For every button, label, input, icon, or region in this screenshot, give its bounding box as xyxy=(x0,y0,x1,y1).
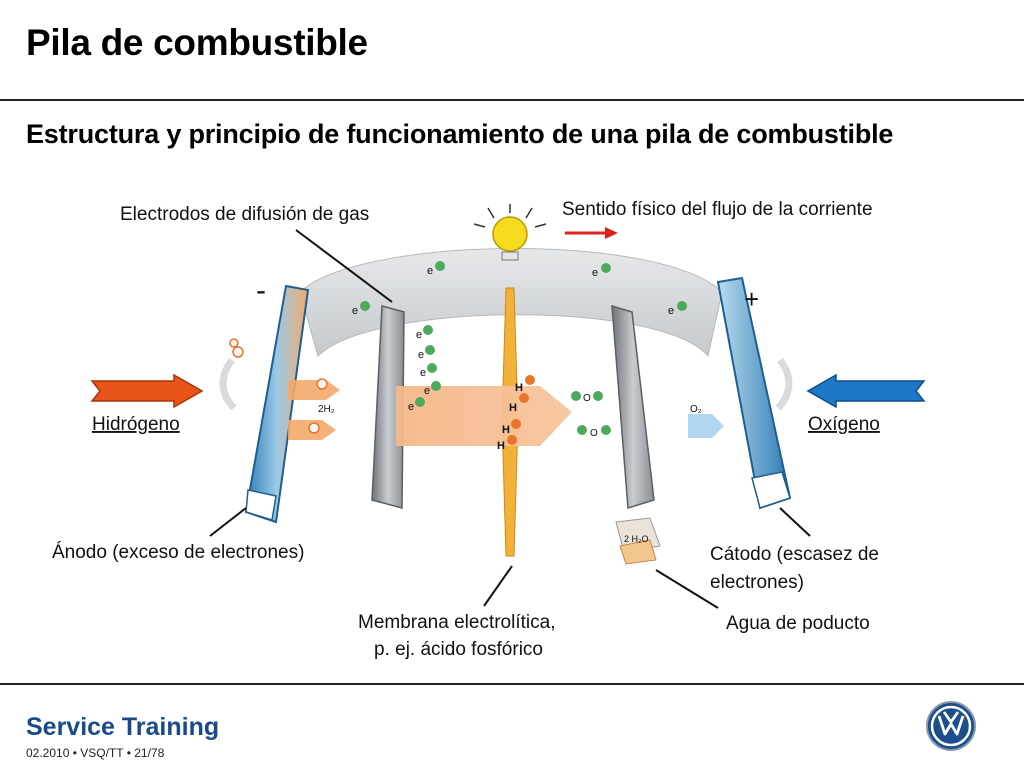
svg-text:e: e xyxy=(420,367,426,379)
current-direction-arrow xyxy=(565,227,618,239)
svg-text:H: H xyxy=(502,424,510,436)
page-subtitle: Estructura y principio de funcionamiento… xyxy=(26,119,894,149)
label-hydrogen: Hidrógeno xyxy=(92,414,180,435)
page-title: Pila de combustible xyxy=(26,22,368,63)
svg-text:H: H xyxy=(515,382,523,394)
footer-brand: Service Training xyxy=(26,713,220,741)
cathode-polarity: + xyxy=(744,284,759,314)
svg-text:e: e xyxy=(408,401,414,413)
gas-electrode-left xyxy=(371,305,405,509)
svg-text:e: e xyxy=(424,385,430,397)
gas-electrode-right xyxy=(611,304,655,509)
oxygen-molecules: O O O₂ xyxy=(571,391,702,439)
vw-logo-icon xyxy=(926,701,976,751)
svg-text:2 H₂O: 2 H₂O xyxy=(624,534,649,544)
water-product-icon: 2 H₂O xyxy=(615,517,661,565)
svg-text:e: e xyxy=(427,265,433,277)
label-membrane-line1: Membrana electrolítica, xyxy=(358,612,555,633)
anode-plate xyxy=(244,284,310,524)
proton-markers: H H H H xyxy=(497,375,535,452)
svg-text:e: e xyxy=(416,329,422,341)
footer-meta: 02.2010 • VSQ/TT • 21/78 xyxy=(26,746,165,760)
leader-lines xyxy=(209,229,811,609)
anode-polarity: - xyxy=(256,274,266,307)
label-water: Agua de poducto xyxy=(726,613,870,634)
svg-text:H: H xyxy=(497,440,505,452)
svg-text:H: H xyxy=(509,402,517,414)
label-cathode-line1: Cátodo (escasez de xyxy=(710,544,879,565)
svg-text:O: O xyxy=(583,393,591,404)
electron-markers: e e e e e e e e e xyxy=(352,261,687,413)
svg-text:O: O xyxy=(590,428,598,439)
label-membrane-line2: p. ej. ácido fosfórico xyxy=(374,639,543,660)
label-anode: Ánodo (exceso de electrones) xyxy=(52,542,304,563)
hydrogen-arrow-icon xyxy=(90,373,204,409)
proton-flow-arrow xyxy=(396,386,572,446)
label-oxygen: Oxígeno xyxy=(808,414,880,435)
oxygen-arrow-icon xyxy=(806,373,926,409)
label-cathode-line2: electrones) xyxy=(710,572,804,593)
lamp-icon xyxy=(473,204,547,261)
label-current-direction: Sentido físico del flujo de la corriente xyxy=(562,199,873,220)
svg-text:e: e xyxy=(592,267,598,279)
hydrogen-molecules: 2H₂ xyxy=(229,338,335,434)
header-divider xyxy=(0,99,1024,101)
svg-text:e: e xyxy=(668,305,674,317)
svg-text:e: e xyxy=(418,349,424,361)
svg-text:2H₂: 2H₂ xyxy=(318,404,335,415)
svg-text:O₂: O₂ xyxy=(690,404,702,415)
label-gas-electrodes: Electrodos de difusión de gas xyxy=(120,204,369,225)
footer-divider xyxy=(0,683,1024,685)
svg-text:e: e xyxy=(352,305,358,317)
